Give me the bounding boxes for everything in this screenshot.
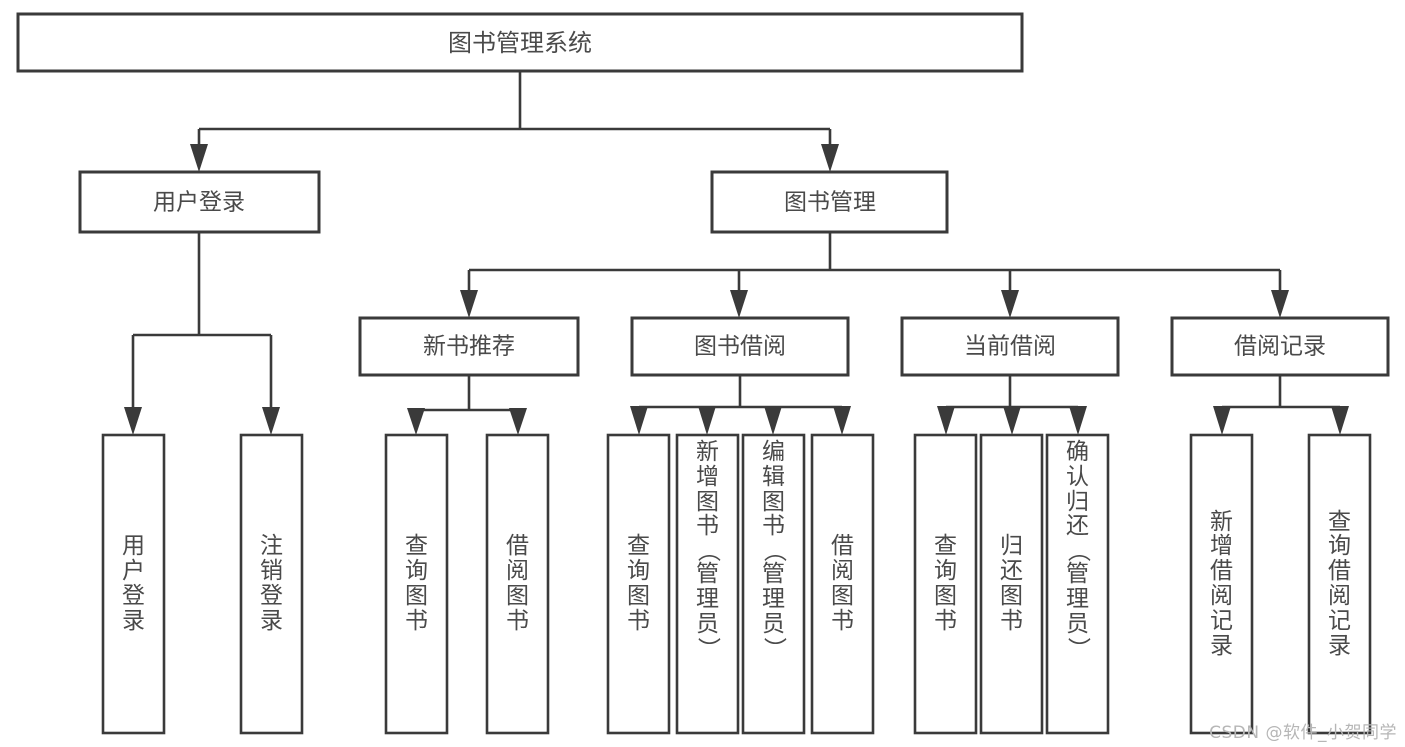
connector-book-manage-to-level3 [460,232,1289,318]
current-borrow-label: 当前借阅 [964,334,1056,360]
leaf-boxes [101,433,1372,735]
leaf-borrow-book-1-box[interactable] [485,433,550,735]
arrow-to-leaf-edit-book [764,406,782,435]
watermark-text: CSDN @软件_小贺同学 [1209,723,1397,743]
connector-user-login-to-leaves [124,232,280,435]
leaf-query-book-2-box[interactable] [606,433,671,735]
leaf-edit-book-box[interactable] [741,433,806,735]
connector-root-to-level2 [190,71,839,172]
arrow-to-leaf-borrow-book-2 [833,406,851,435]
arrow-to-new-book-rec [460,290,478,318]
new-book-rec-box[interactable] [358,316,580,377]
arrow-to-leaf-query-book-3 [937,406,955,435]
arrow-to-leaf-user-logout [262,407,280,435]
arrow-to-leaf-query-book-2 [630,406,648,435]
arrow-to-leaf-confirm-return [1069,406,1087,435]
node-book-manage[interactable]: 图书管理 [710,170,949,234]
borrow-record-label: 借阅记录 [1234,334,1326,360]
arrow-to-leaf-borrow-book-1 [509,408,527,435]
leaf-borrow-book-2-box[interactable] [810,433,875,735]
node-user-login[interactable]: 用户登录 [78,170,321,234]
arrow-to-leaf-add-record [1213,406,1231,435]
connector-new-book-rec-to-leaves [407,375,527,435]
leaf-add-book-box[interactable] [675,433,740,735]
arrow-to-leaf-user-login [124,407,142,435]
connector-borrow-record-to-leaves [1213,375,1349,435]
connector-book-borrow-to-leaves [630,375,851,435]
leaf-query-record-box[interactable] [1307,433,1372,735]
arrow-to-leaf-add-book [698,406,716,435]
arrow-to-leaf-query-book-1 [407,408,425,435]
arrow-to-borrow-record [1271,290,1289,318]
arrow-to-user-login [190,144,208,172]
arrow-to-leaf-return-book [1003,406,1021,435]
arrow-to-leaf-query-record [1331,406,1349,435]
user-login-box[interactable] [78,170,321,234]
root-box[interactable] [16,12,1024,73]
book-borrow-label: 图书借阅 [694,334,786,360]
arrow-to-current-borrow [1001,290,1019,318]
current-borrow-box[interactable] [900,316,1120,377]
leaf-add-record-box[interactable] [1189,433,1254,735]
node-root[interactable]: 图书管理系统 [16,12,1024,73]
node-current-borrow[interactable]: 当前借阅 [900,316,1120,377]
leaf-user-login-box[interactable] [101,433,166,735]
leaf-query-book-1-box[interactable] [384,433,449,735]
root-label: 图书管理系统 [448,29,592,57]
user-login-label: 用户登录 [153,190,245,216]
leaf-return-book-box[interactable] [979,433,1044,735]
connector-current-borrow-to-leaves [937,375,1087,435]
node-new-book-rec[interactable]: 新书推荐 [358,316,580,377]
leaf-user-logout-box[interactable] [239,433,304,735]
new-book-rec-label: 新书推荐 [423,334,515,360]
book-manage-label: 图书管理 [784,190,876,216]
leaf-confirm-return-box[interactable] [1045,433,1110,735]
arrow-to-book-borrow [730,290,748,318]
node-borrow-record[interactable]: 借阅记录 [1170,316,1390,377]
leaf-query-book-3-box[interactable] [913,433,978,735]
node-book-borrow[interactable]: 图书借阅 [630,316,850,377]
arrow-to-book-manage [821,144,839,172]
